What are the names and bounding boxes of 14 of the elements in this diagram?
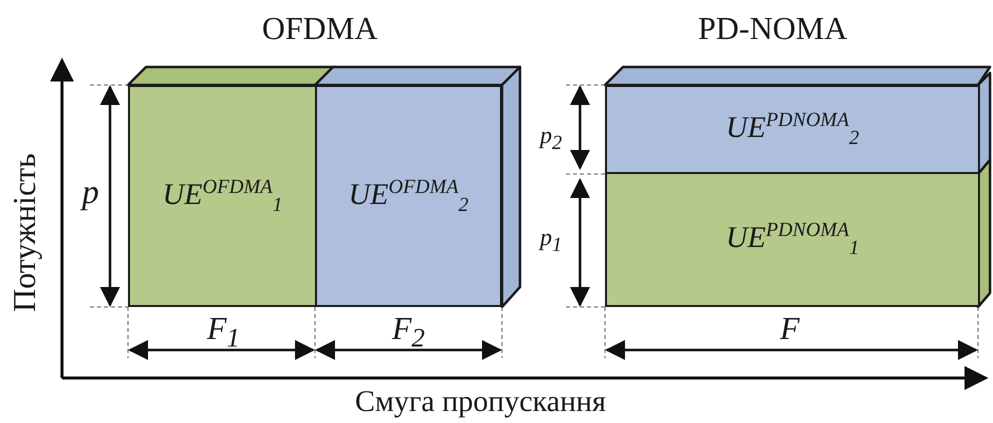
dimension-label: p$_{1}$ [540,226,562,255]
dimension-label: F$_{2}$ [392,312,425,352]
ue-block [315,85,502,307]
axis-label: Потужність [8,153,40,312]
dimension-label: p$_{2}$ [540,124,562,153]
dimension-label: F [780,312,800,344]
axis-label: Смуга пропускання [355,387,606,417]
panel-title: OFDMA [262,12,378,44]
ue-block [605,85,980,174]
dimension-label: p [82,176,99,210]
ue-block [128,85,317,307]
dimension-label: F$_{1}$ [207,312,240,352]
ue-block [605,172,980,307]
panel-title: PD-NOMA [698,12,848,44]
